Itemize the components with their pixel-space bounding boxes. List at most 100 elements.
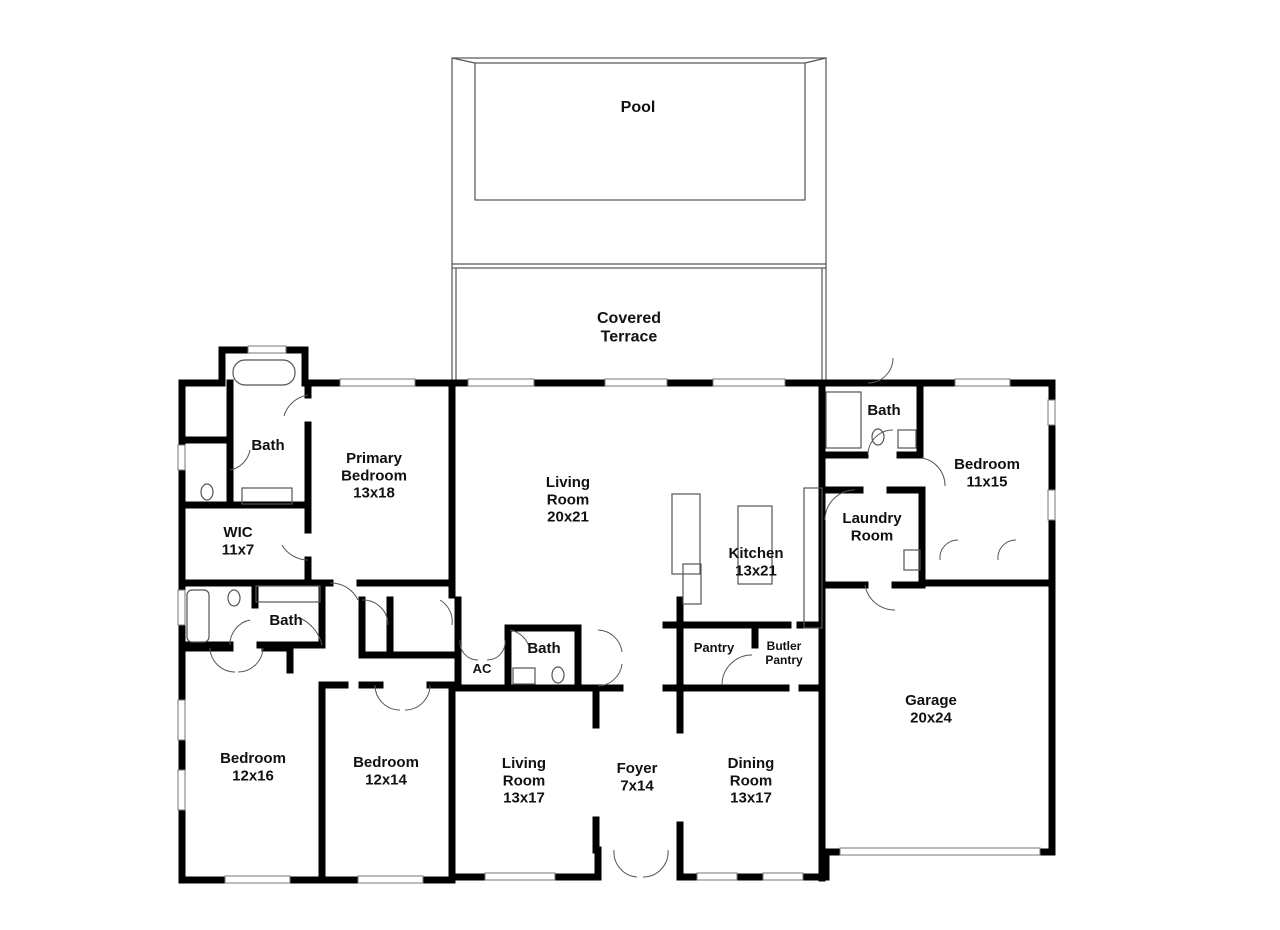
window [1047, 399, 1056, 426]
sink-icon [512, 667, 536, 685]
door-swing [864, 584, 896, 611]
toilet-icon [551, 666, 565, 684]
room-label: Bath [527, 640, 560, 657]
door-swing [209, 647, 264, 673]
fixtures [186, 359, 921, 685]
bathtub-icon [186, 589, 210, 643]
window [177, 589, 186, 626]
room-size: 12x14 [365, 771, 407, 788]
door-swing [283, 394, 309, 417]
window [224, 875, 291, 884]
windows [177, 345, 1056, 884]
room-name: Room [851, 527, 894, 544]
window [839, 847, 1041, 856]
door-swing [329, 582, 359, 601]
room-name: Bath [867, 402, 900, 419]
room-size: 20x21 [547, 509, 589, 526]
room-name: Laundry [842, 510, 902, 527]
room-size: 20x24 [910, 709, 952, 726]
room-size: 13x17 [730, 790, 772, 807]
door-swing [597, 629, 623, 687]
room-size: 13x21 [735, 562, 777, 579]
window [1047, 489, 1056, 521]
toilet-icon [871, 428, 885, 446]
door-swing [374, 684, 431, 711]
room-name: WIC [223, 524, 252, 541]
kitchen-sink-icon [682, 563, 702, 605]
room-name: Pool [621, 99, 656, 116]
shower-icon [825, 391, 862, 449]
room-name: Living [502, 755, 546, 772]
window [177, 699, 186, 741]
bathtub-icon [232, 359, 296, 386]
room-size: 7x14 [620, 777, 654, 794]
window [696, 872, 738, 881]
room-name: Terrace [601, 328, 658, 345]
room-name: Primary [346, 450, 403, 467]
room-label: Bath [269, 612, 302, 629]
window [484, 872, 556, 881]
room-size: 12x16 [232, 767, 274, 784]
door-swing [939, 539, 1017, 561]
window [954, 378, 1011, 387]
laundry-sink-icon [903, 549, 921, 571]
door-swing [361, 599, 389, 626]
window [177, 769, 186, 811]
door-swing [509, 629, 531, 651]
room-name: Foyer [617, 760, 658, 777]
room-name: Pantry [765, 653, 803, 667]
room-label: Bath [251, 437, 284, 454]
room-name: Room [503, 772, 546, 789]
room-name: Bath [269, 612, 302, 629]
door-swing [299, 617, 323, 646]
door-swing [824, 489, 856, 521]
window [177, 444, 186, 471]
window [247, 345, 287, 354]
window [712, 378, 786, 387]
room-size: 13x17 [503, 790, 545, 807]
door-swing [229, 449, 251, 471]
toilet-icon [200, 483, 214, 501]
door-swing [613, 849, 669, 878]
door-swing [281, 544, 309, 561]
window [604, 378, 668, 387]
room-name: Bedroom [353, 754, 419, 771]
room-name: Dining [728, 755, 775, 772]
sink-icon [897, 429, 917, 449]
door-swing [439, 599, 453, 626]
room-name: Bedroom [341, 467, 407, 484]
door-swing [921, 457, 946, 487]
room-name: Bath [251, 437, 284, 454]
room-name: Bedroom [220, 750, 286, 767]
room-size: 11x15 [967, 473, 1008, 490]
door-swing [459, 639, 506, 661]
room-label: AC [473, 661, 492, 676]
window [357, 875, 424, 884]
window [762, 872, 804, 881]
terrace-outline [451, 268, 827, 383]
sink-vanity-icon [241, 487, 293, 505]
kitchen-counter [671, 493, 701, 575]
room-name: AC [473, 661, 492, 676]
window [339, 378, 416, 387]
room-name: Butler [767, 639, 802, 653]
kitchen-range-counter [803, 487, 823, 629]
room-name: Covered [597, 310, 661, 327]
room-label: Bath [867, 402, 900, 419]
doors [209, 357, 1017, 878]
room-name: Pantry [694, 640, 735, 655]
pool-outline [451, 57, 827, 269]
